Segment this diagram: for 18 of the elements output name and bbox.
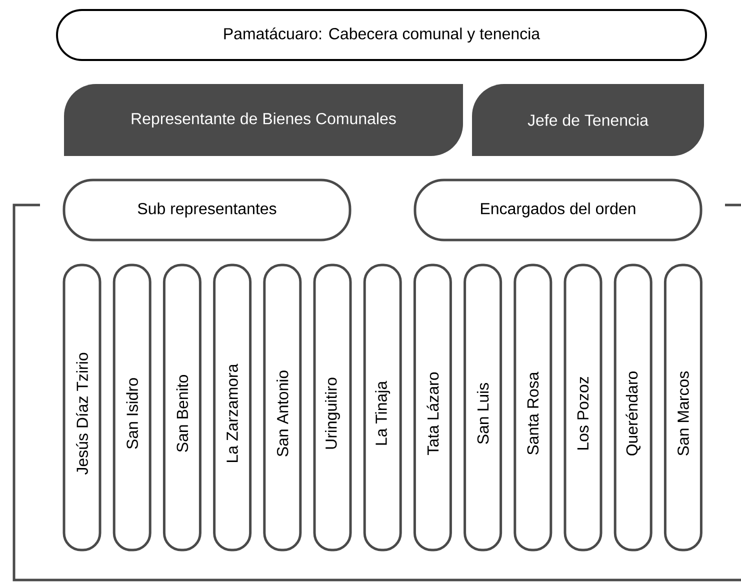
locality-box: Los Pozoz	[564, 264, 602, 552]
locality-box: San Antonio	[263, 264, 302, 552]
locality-box: Jesús Díaz Tzirio	[62, 264, 102, 552]
role-box: Encargados del orden	[414, 178, 702, 242]
role-box: Sub representantes	[62, 178, 352, 242]
locality-box: La Zarzamora	[213, 264, 252, 552]
locality-box: Uringuitiro	[313, 264, 352, 552]
role-box: Representante de Bienes Comunales	[64, 84, 463, 156]
locality-box: Tata Lázaro	[413, 264, 452, 552]
locality-box: San Marcos	[664, 264, 702, 552]
locality-box: Queréndaro	[614, 264, 652, 552]
locality-box: San Isidro	[112, 264, 152, 552]
title-box: Pamatácuaro: Cabecera comunal y tenencia	[56, 9, 707, 61]
locality-box: San Benito	[162, 264, 202, 552]
locality-box: La Tinaja	[363, 264, 402, 552]
locality-box: San Luis	[464, 264, 502, 552]
locality-box: Santa Rosa	[514, 264, 552, 552]
role-box: Jefe de Tenencia	[472, 84, 704, 156]
